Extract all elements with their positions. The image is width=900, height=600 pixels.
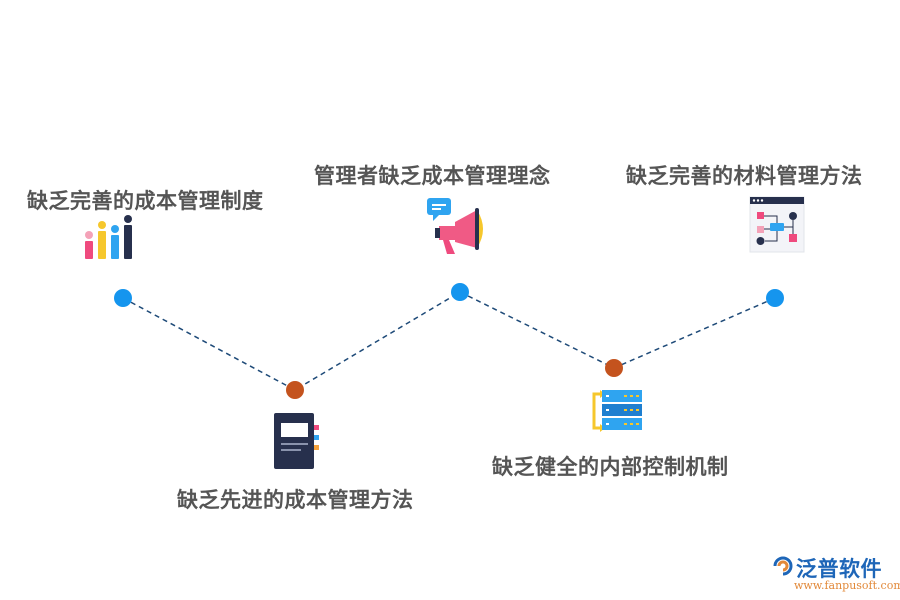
item-label-2: 管理者缺乏成本管理理念	[314, 164, 551, 188]
node-1-dot	[114, 289, 132, 307]
megaphone-icon	[427, 198, 483, 254]
node-3-dot	[766, 289, 784, 307]
item-label-3: 缺乏完善的材料管理方法	[626, 164, 863, 188]
server-icon	[592, 390, 642, 432]
brand-url: www.fanpusoft.com	[794, 579, 900, 592]
dashed-connector-line	[122, 291, 776, 391]
node-4-dot	[286, 381, 304, 399]
brand-name: 泛普软件	[796, 557, 882, 581]
node-5-dot	[605, 359, 623, 377]
bar-chart-icon	[85, 215, 132, 259]
brand-watermark: 泛普软件 www.fanpusoft.com	[772, 553, 900, 597]
item-label-1: 缺乏完善的成本管理制度	[27, 189, 264, 213]
brand-logo-icon	[773, 556, 793, 576]
item-label-5: 缺乏健全的内部控制机制	[492, 455, 729, 479]
document-icon	[274, 413, 319, 469]
node-2-dot	[451, 283, 469, 301]
flowchart-icon	[749, 196, 805, 253]
item-label-4: 缺乏先进的成本管理方法	[177, 488, 414, 512]
